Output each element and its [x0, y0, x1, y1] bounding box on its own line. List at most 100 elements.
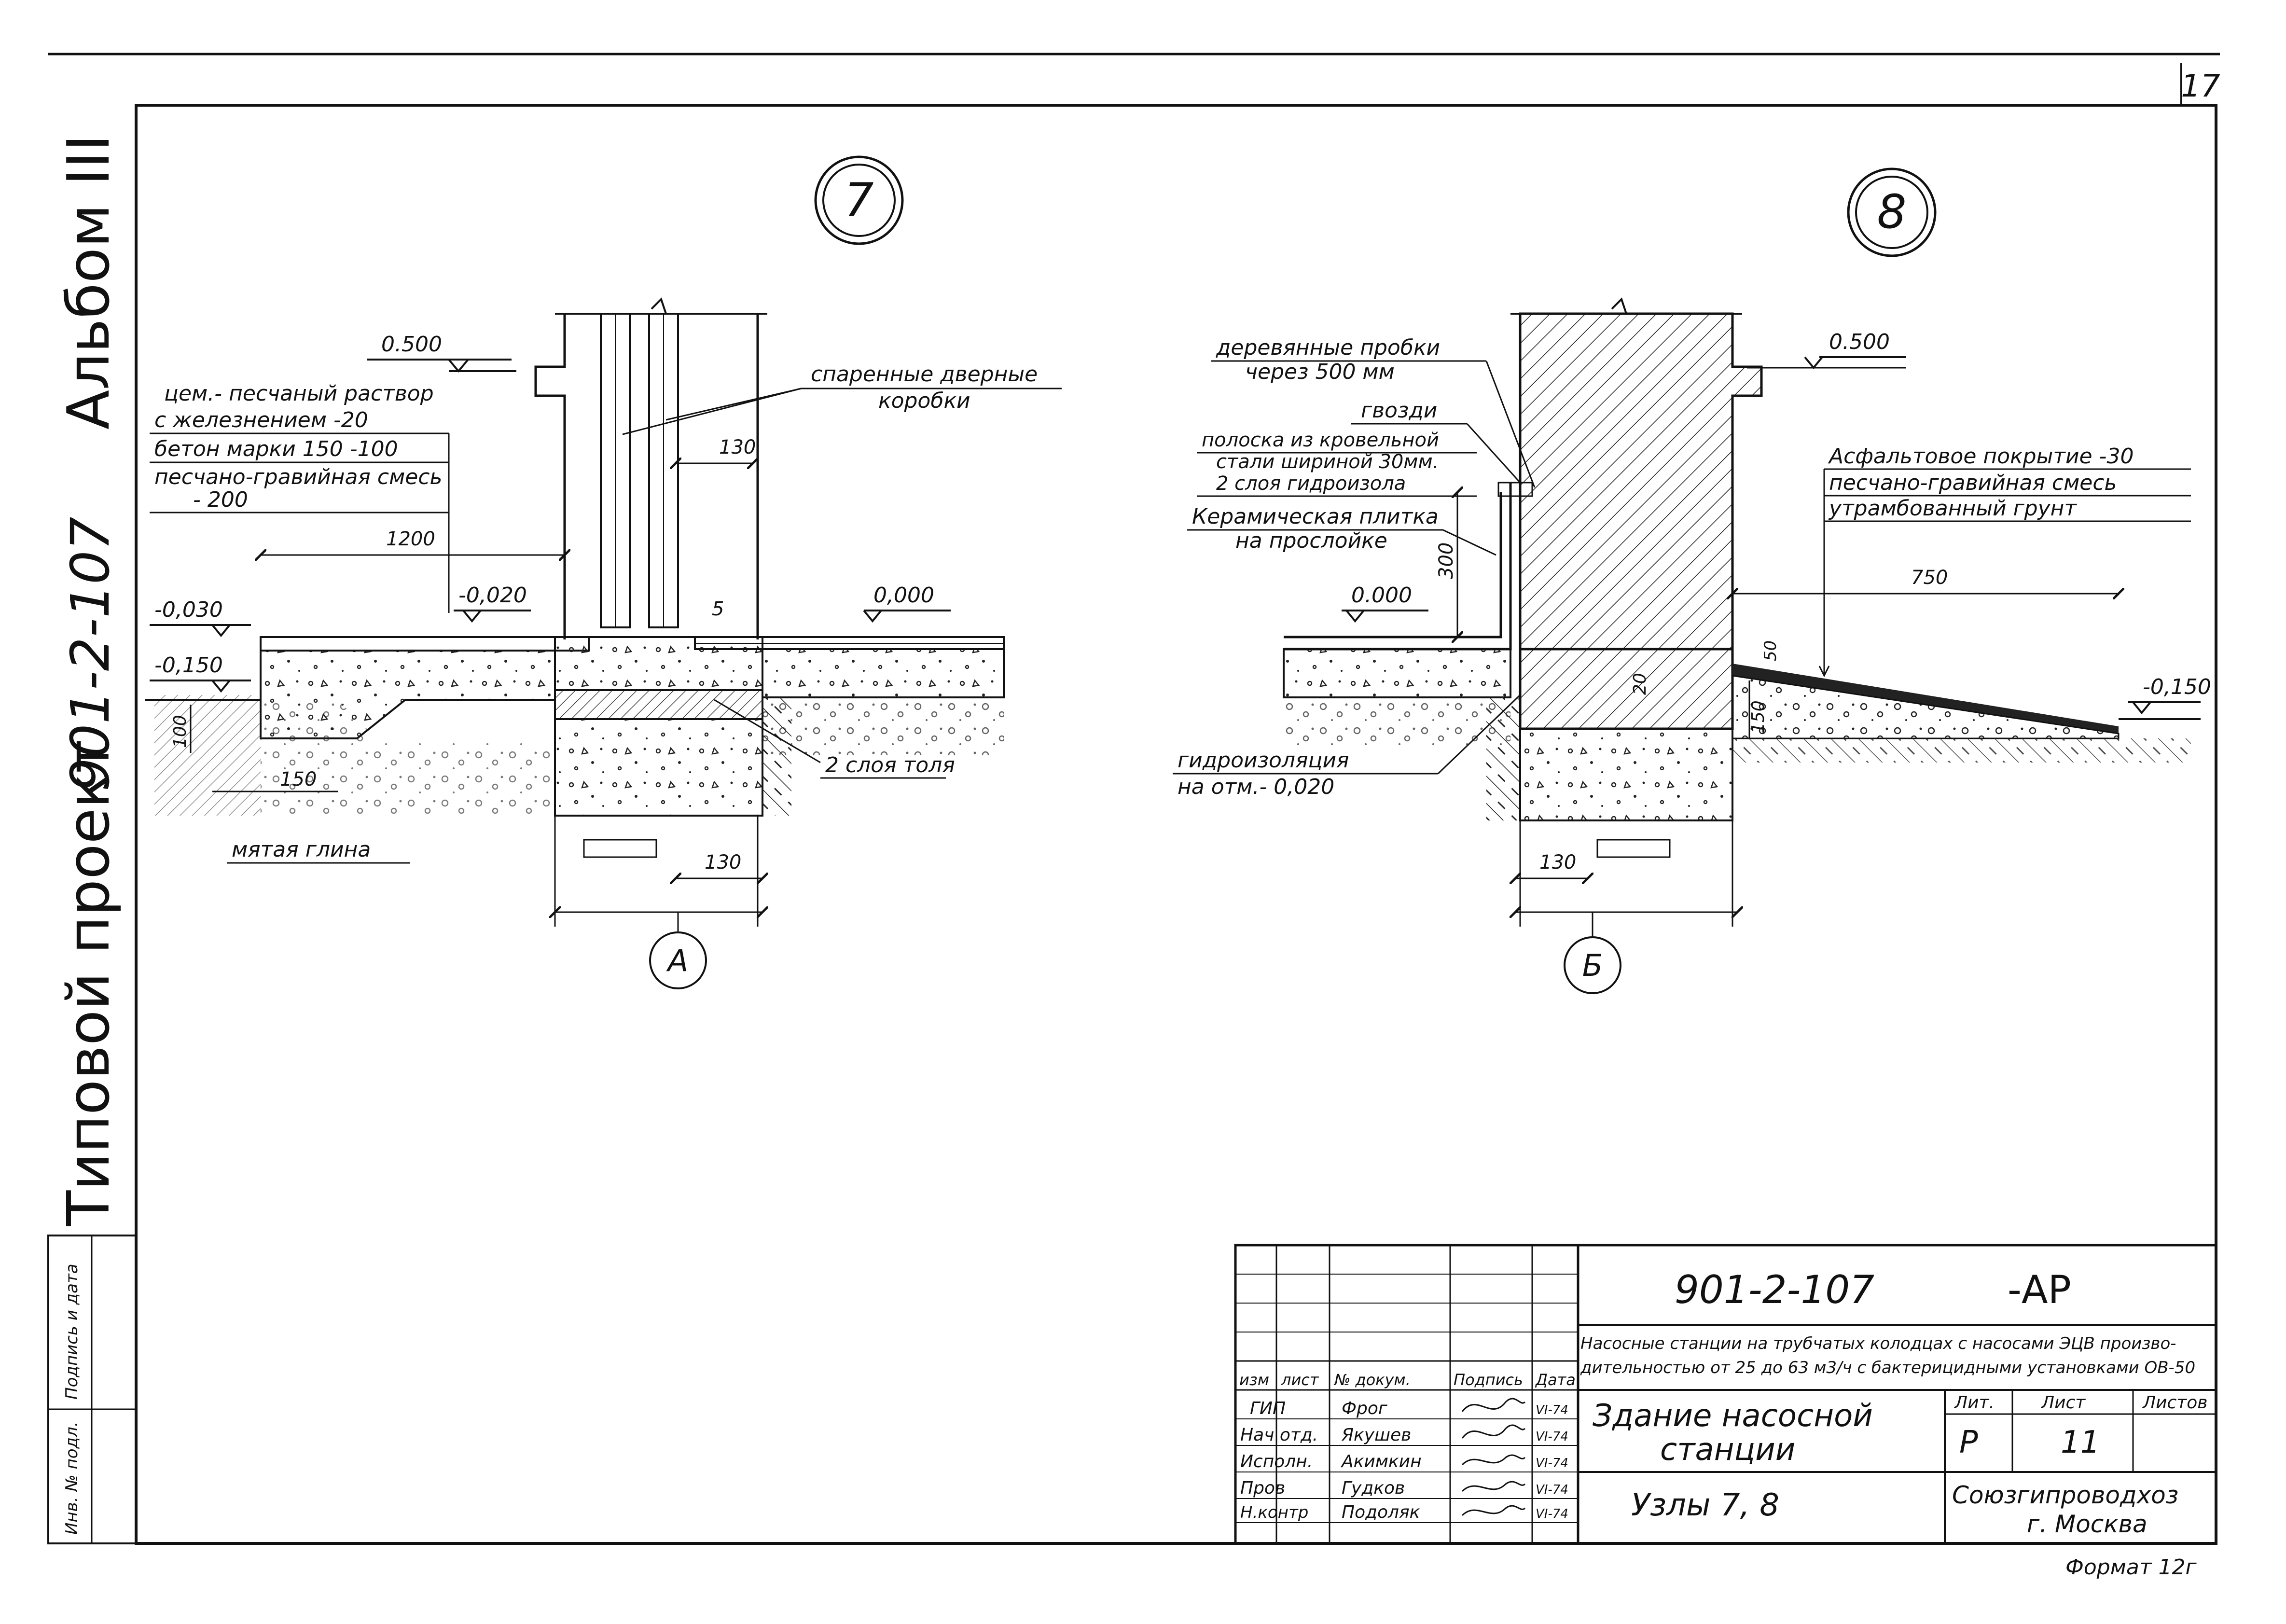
detail-8-notes-left: деревянные пробки через 500 мм гвозди по… — [1187, 335, 1536, 556]
side-title: Типовой проект 901-2-107 Альбом III — [55, 134, 123, 1226]
detail-7-level-left: -0,030 — [150, 597, 251, 638]
svg-text:20: 20 — [1630, 673, 1650, 695]
svg-text:деревянные пробки: деревянные пробки — [1216, 335, 1440, 360]
svg-text:утрамбованный грунт: утрамбованный грунт — [1828, 496, 2077, 521]
tb-header-sign: Подпись — [1454, 1371, 1523, 1389]
detail-7-dim-150: 150 — [212, 768, 338, 792]
svg-text:песчано-гравийная смесь: песчано-гравийная смесь — [154, 465, 442, 489]
detail-8-axis-bubble — [1564, 936, 1621, 994]
side-title-text: Типовой проект — [55, 739, 123, 1226]
svg-text:1200: 1200 — [386, 528, 435, 550]
svg-text:Асфальтовое покрытие -30: Асфальтовое покрытие -30 — [1828, 444, 2134, 469]
tb-row-3: Пров Гудков VI-74 — [1240, 1478, 1568, 1498]
svg-text:130: 130 — [719, 436, 756, 458]
tb-stage: Р — [1959, 1425, 1978, 1460]
detail-7-footing-slab — [554, 636, 763, 691]
detail-8-level-outside: -0,150 — [2128, 675, 2211, 715]
detail-8-marker-inner — [1855, 176, 1928, 249]
tb-row-0: ГИП Фрог VI-74 — [1250, 1398, 1568, 1418]
svg-text:2 слоя толя: 2 слоя толя — [825, 753, 955, 777]
detail-7-clay-note: мятая глина — [227, 837, 410, 864]
tb-nodes: Узлы 7, 8 — [1631, 1487, 1779, 1523]
svg-text:150: 150 — [280, 768, 317, 791]
tb-building-b: станции — [1660, 1432, 1795, 1468]
sheet-frame — [135, 104, 2217, 1545]
svg-text:спаренные дверные: спаренные дверные — [811, 362, 1038, 387]
svg-text:песчано-гравийная смесь: песчано-гравийная смесь — [1829, 471, 2117, 495]
svg-text:коробки: коробки — [878, 389, 970, 413]
svg-text:130: 130 — [1539, 851, 1576, 874]
svg-text:Н.контр: Н.контр — [1240, 1503, 1308, 1522]
svg-text:Акимкин: Акимкин — [1341, 1452, 1422, 1471]
svg-text:VI-74: VI-74 — [1536, 1483, 1568, 1497]
tb-sheet-header: Лист — [2040, 1393, 2086, 1413]
svg-text:50: 50 — [1761, 640, 1780, 661]
detail-8-notes-right: Асфальтовое покрытие -30 песчано-гравийн… — [1818, 444, 2191, 678]
detail-7-dim-100: 100 — [170, 705, 192, 753]
tb-stage-header: Лит. — [1953, 1393, 1995, 1413]
tb-row-2: Исполн. Акимкин VI-74 — [1240, 1452, 1568, 1471]
svg-text:-0,030: -0,030 — [154, 597, 223, 622]
detail-7: 7 0.500 -0,03 — [145, 155, 1062, 989]
svg-text:-0,150: -0,150 — [154, 653, 223, 678]
detail-8-number: 8 — [1877, 185, 1906, 239]
detail-8-hydro-note: гидроизоляция на отм.- 0,020 — [1173, 694, 1521, 799]
tb-row-4: Н.контр Подоляк VI-74 — [1240, 1502, 1568, 1522]
svg-text:5: 5 — [712, 598, 724, 620]
svg-text:бетон марки 150 -100: бетон марки 150 -100 — [154, 437, 398, 461]
detail-7-level-left-low: -0,150 — [150, 653, 251, 693]
svg-text:-0,150: -0,150 — [2143, 675, 2211, 699]
tb-city: г. Москва — [2027, 1510, 2147, 1538]
detail-8-marker-outer — [1847, 167, 1937, 257]
svg-text:Фрог: Фрог — [1342, 1399, 1388, 1418]
detail-8-dim-50: 50 — [1761, 640, 1780, 661]
detail-8-plinth — [1519, 648, 1734, 730]
detail-8-dim-130: 130 — [1515, 820, 1737, 927]
svg-text:2 слоя гидроизола: 2 слоя гидроизола — [1216, 472, 1406, 495]
svg-text:Подоляк: Подоляк — [1342, 1502, 1420, 1522]
detail-7-dim-130-top: 130 — [676, 436, 756, 463]
svg-text:Керамическая плитка: Керамическая плитка — [1192, 504, 1439, 529]
detail-7-marker-inner — [822, 164, 896, 237]
detail-8-axis-label: Б — [1582, 948, 1603, 983]
detail-8-dim-300: 300 — [1435, 492, 1457, 637]
detail-7-dim-1200: 1200 — [261, 528, 565, 555]
svg-text:- 200: - 200 — [193, 487, 248, 512]
svg-text:-0,020: -0,020 — [458, 583, 527, 608]
binding-label-sign: Подпись и дата — [62, 1263, 82, 1400]
detail-7-wall-outline — [534, 314, 759, 639]
detail-7-axis-bubble — [649, 931, 707, 989]
tb-org: Союзгипроводхоз — [1952, 1481, 2178, 1509]
title-block: изм лист № докум. Подпись Дата ГИП Фрог … — [1234, 1244, 2217, 1545]
svg-text:VI-74: VI-74 — [1536, 1430, 1568, 1444]
detail-7-screed-left — [260, 636, 590, 652]
svg-text:0,000: 0,000 — [873, 583, 934, 608]
detail-7-soil-right — [762, 697, 791, 816]
detail-8-wall-break — [1510, 297, 1742, 315]
tb-header-izm: изм — [1239, 1371, 1269, 1389]
detail-8-soil-outside — [1732, 738, 2191, 763]
detail-8-wall-hatch — [1519, 312, 1763, 651]
svg-text:150: 150 — [1748, 700, 1768, 734]
detail-8-dim-20: 20 — [1630, 673, 1650, 695]
tb-header-doc: № докум. — [1333, 1371, 1411, 1389]
detail-7-clay-left — [154, 695, 261, 816]
tb-building: Здание насосной — [1593, 1398, 1873, 1434]
detail-7-gravel-left — [261, 700, 555, 816]
binding-label-inv: Инв. № подл. — [62, 1421, 82, 1535]
tb-code: 901-2-107 — [1675, 1267, 1874, 1312]
svg-text:Якушев: Якушев — [1341, 1425, 1411, 1445]
detail-7-dim-130-bottom: 130 — [555, 816, 762, 927]
svg-text:на отм.- 0,020: на отм.- 0,020 — [1178, 775, 1334, 799]
detail-7-level-top: 0.500 — [367, 332, 516, 373]
detail-7-door-note: спаренные дверные коробки — [622, 362, 1062, 435]
svg-text:Нач отд.: Нач отд. — [1240, 1425, 1318, 1445]
detail-8-soil-left — [1486, 697, 1520, 820]
tb-suffix: -АР — [2008, 1267, 2071, 1312]
detail-7-gravel-right — [762, 697, 1004, 755]
detail-8-level-top: 0.500 — [1747, 330, 1906, 370]
svg-text:Гудков: Гудков — [1342, 1478, 1405, 1498]
svg-text:цем.- песчаный раствор: цем.- песчаный раствор — [164, 381, 434, 406]
tb-row-1: Нач отд. Якушев VI-74 — [1240, 1424, 1568, 1445]
svg-text:Исполн.: Исполн. — [1240, 1452, 1313, 1471]
